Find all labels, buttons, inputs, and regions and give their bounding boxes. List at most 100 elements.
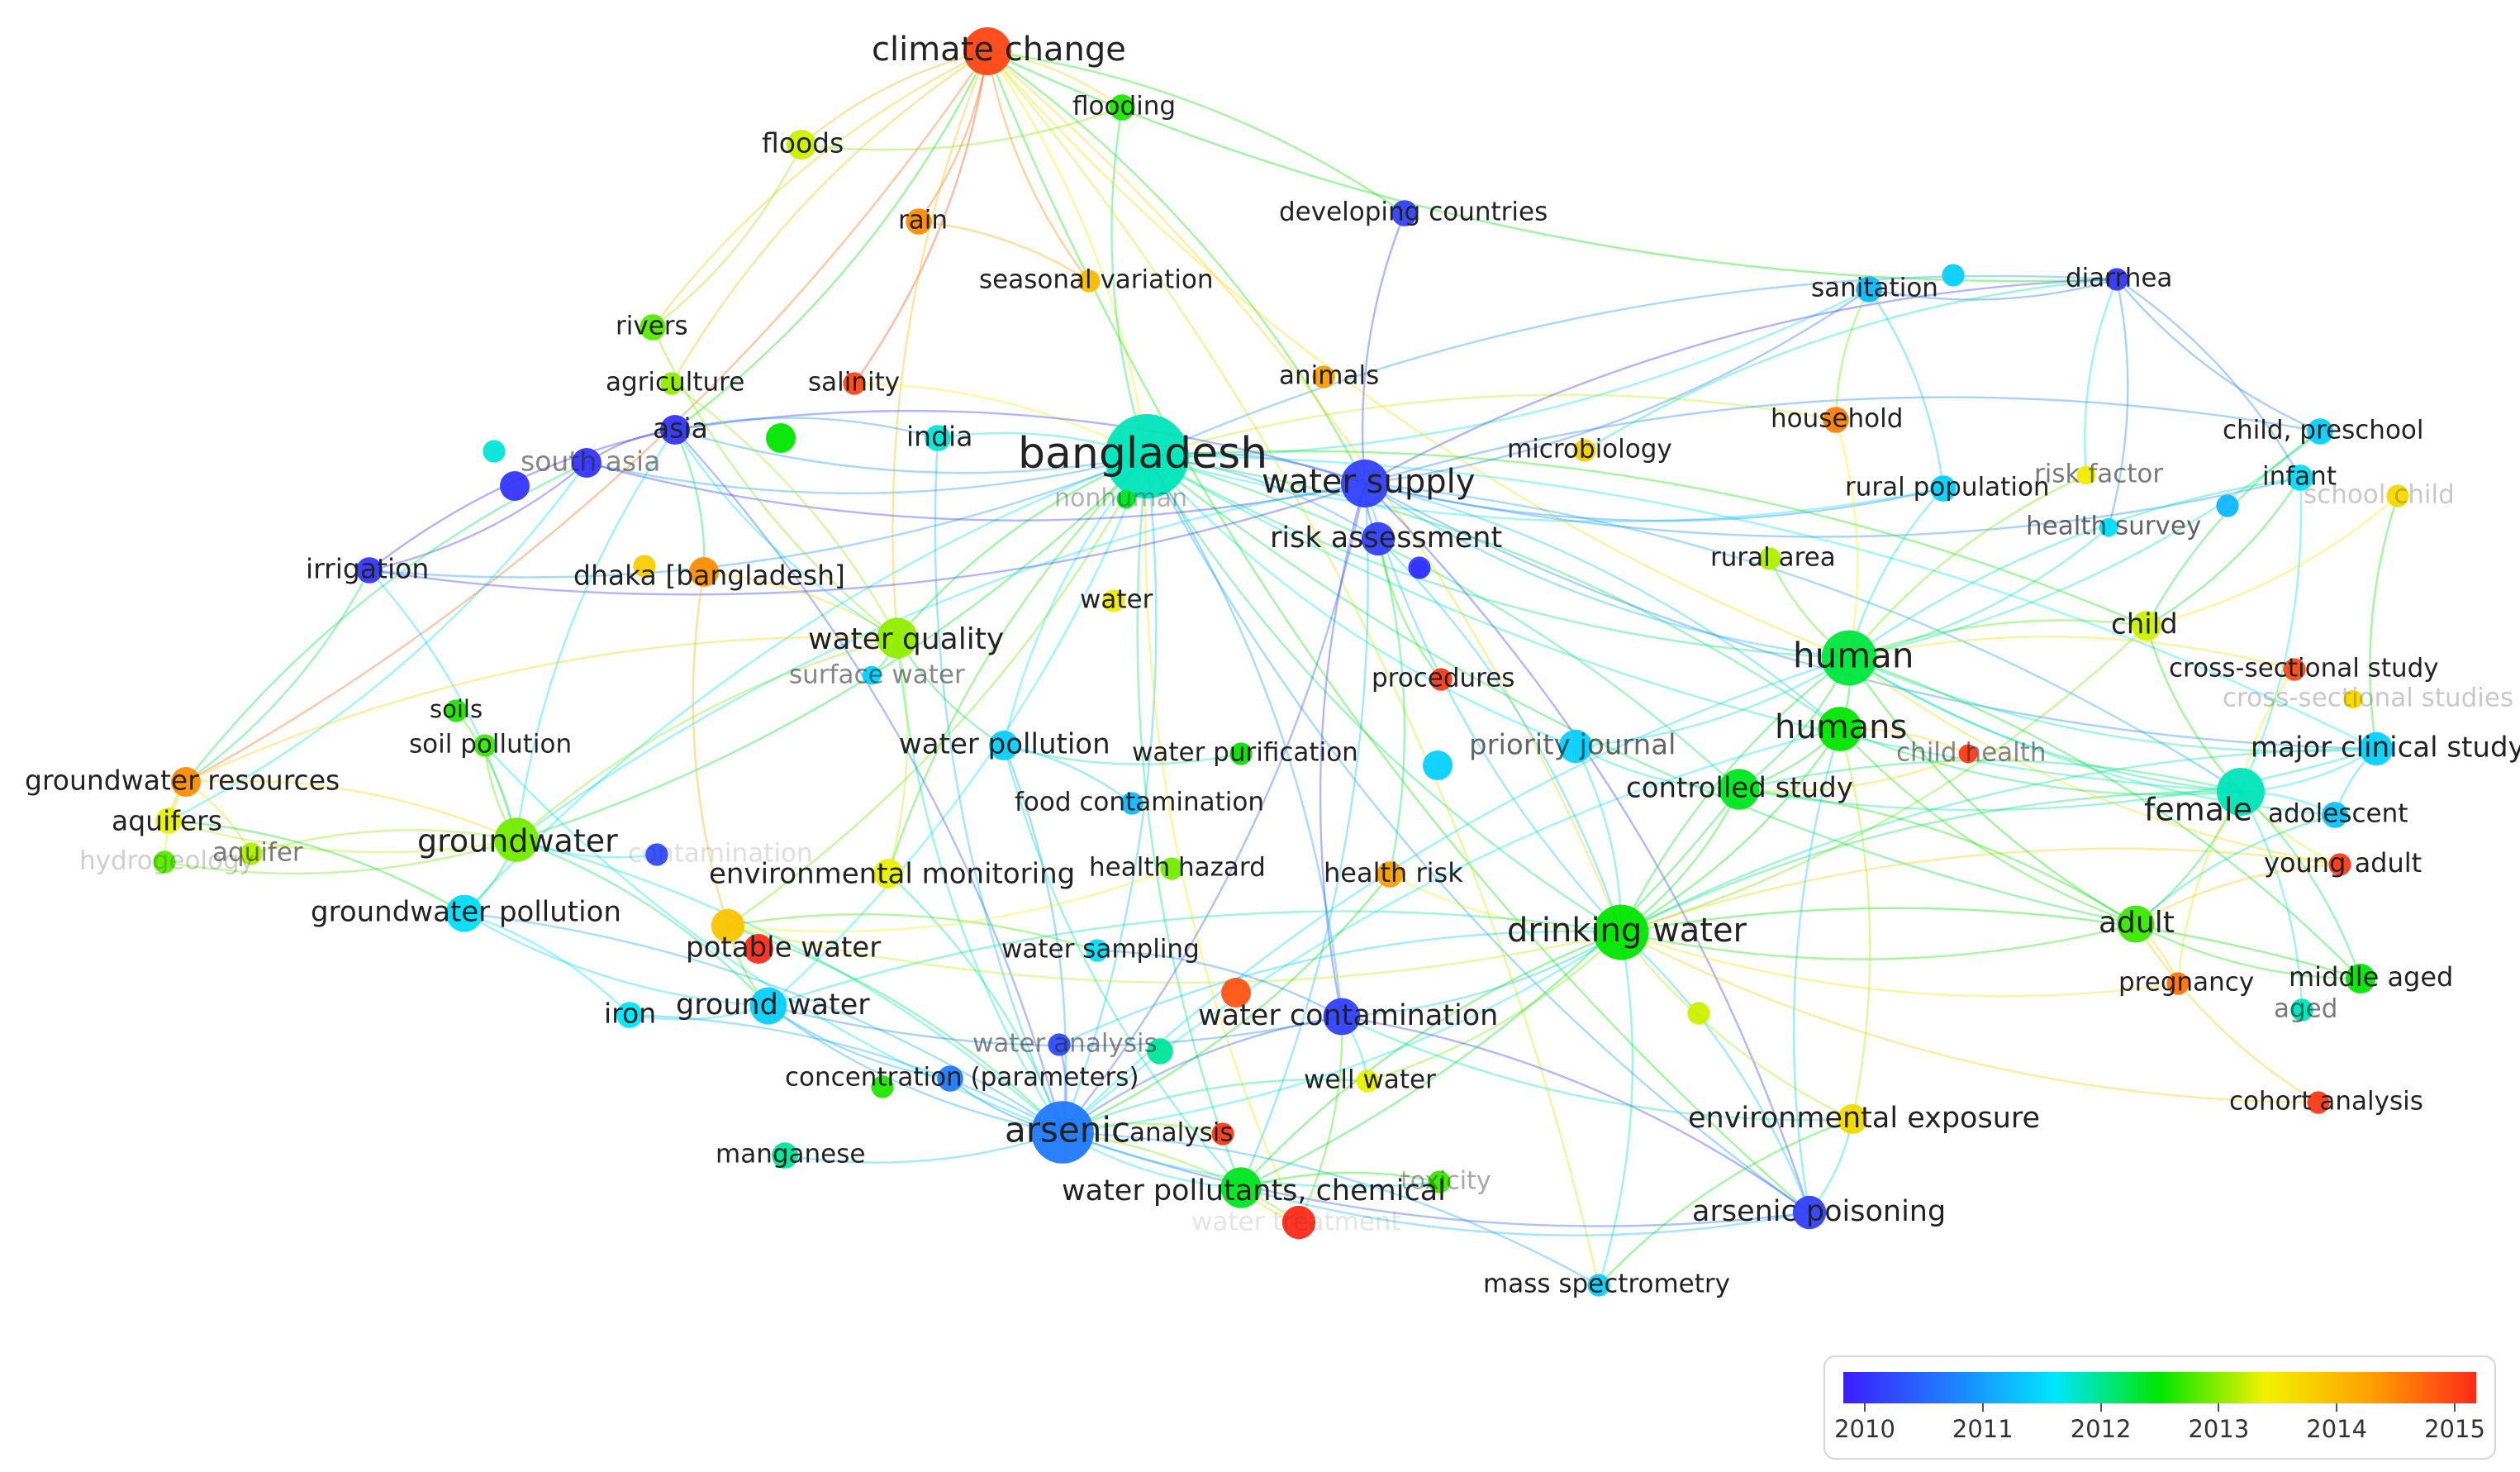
node-cross-sectional-studies[interactable] [2343,689,2363,709]
node-rural-population[interactable] [1930,475,1957,502]
node-india[interactable] [925,425,951,451]
node-soil-pollution[interactable] [473,734,497,757]
node-unlabeled-14[interactable] [766,423,796,453]
node-rivers[interactable] [640,314,666,341]
node-diarrhea[interactable] [2105,268,2128,291]
node-unlabeled-33[interactable] [633,555,656,578]
node-young-adult[interactable] [2328,853,2351,876]
node-sanitation[interactable] [1856,276,1882,302]
node-environmental-exposure[interactable] [1838,1104,1867,1134]
node-water-pollution[interactable] [989,731,1019,760]
node-household[interactable] [1823,407,1849,433]
node-rural-area[interactable] [1758,547,1781,570]
node-manganese[interactable] [772,1142,798,1169]
node-adolescent[interactable] [2322,802,2348,828]
node-aquifer[interactable] [240,842,263,865]
node-unlabeled-29[interactable] [2216,494,2239,517]
node-bangladesh[interactable] [1105,414,1189,498]
node-water-quality[interactable] [877,617,918,659]
node-aquifers[interactable] [155,807,182,834]
node-climate-change[interactable] [963,27,1011,75]
node-toxicity[interactable] [1428,1170,1451,1193]
node-middle-aged[interactable] [2346,964,2375,993]
node-school-child[interactable] [2386,484,2409,507]
node-water-supply[interactable] [1341,460,1389,507]
node-unlabeled-82[interactable] [1147,1038,1173,1065]
node-humans[interactable] [1818,707,1862,751]
node-unlabeled-23[interactable] [500,471,530,501]
node-health-survey[interactable] [2099,517,2118,537]
node-groundwater-resources[interactable] [171,767,201,797]
node-groundwater[interactable] [494,817,539,862]
node-well-water[interactable] [1356,1069,1379,1093]
node-infant[interactable] [2287,464,2313,491]
node-water-analysis[interactable] [1048,1033,1071,1056]
node-soils[interactable] [445,699,468,722]
node-arsenic-poisoning[interactable] [1792,1195,1827,1230]
node-arsenic[interactable] [1031,1101,1094,1164]
node-microbiology[interactable] [1573,439,1596,462]
node-analysis[interactable] [1211,1122,1234,1146]
node-unlabeled-84[interactable] [871,1075,894,1098]
node-adult[interactable] [2117,905,2155,943]
node-mass-spectrometry[interactable] [1587,1274,1610,1297]
node-drinking-water[interactable] [1593,904,1649,960]
node-water-pollutants-chemical[interactable] [1220,1167,1262,1208]
node-hydrogeology[interactable] [153,850,176,874]
node-major-clinical-study[interactable] [2359,731,2394,766]
node-flooding[interactable] [1109,94,1135,121]
node-unlabeled-53[interactable] [1423,750,1453,780]
node-water-purification[interactable] [1229,742,1253,765]
node-procedures[interactable] [1429,668,1453,691]
node-female[interactable] [2217,768,2265,816]
node-unlabeled-79[interactable] [1221,978,1251,1008]
node-cohort-analysis[interactable] [2307,1091,2330,1114]
node-salinity[interactable] [843,372,866,395]
node-priority-journal[interactable] [1558,729,1593,764]
node-child-preschool[interactable] [2307,418,2333,445]
node-nonhuman[interactable] [1116,489,1136,509]
node-concentration-parameters[interactable] [937,1065,963,1092]
node-health-hazard[interactable] [1160,857,1183,880]
node-groundwater-pollution[interactable] [445,894,483,932]
node-cross-sectional-study[interactable] [2283,658,2306,681]
node-agriculture[interactable] [660,372,683,395]
edge-water-supply-drinking-water [1363,483,1622,933]
node-water-sampling[interactable] [1086,939,1109,962]
node-health-risk[interactable] [1376,861,1403,888]
node-dhaka-bangladesh[interactable] [689,557,719,587]
node-water-contamination[interactable] [1323,998,1361,1036]
node-unlabeled-7[interactable] [1942,264,1965,287]
node-risk-assessment[interactable] [1361,522,1396,556]
node-irrigation[interactable] [356,557,383,584]
node-child-health[interactable] [1958,744,1978,764]
node-unlabeled-97[interactable] [1687,1002,1710,1025]
node-child[interactable] [2132,611,2161,641]
node-pregnancy[interactable] [2166,972,2190,995]
node-contamination[interactable] [645,843,668,866]
node-risk-factor[interactable] [2076,465,2096,485]
node-unlabeled-72[interactable] [744,934,773,964]
node-surface-water[interactable] [862,665,882,685]
node-food-contamination[interactable] [1120,792,1144,815]
node-iron[interactable] [616,1002,643,1028]
node-developing-countries[interactable] [1391,200,1418,226]
node-human[interactable] [1821,630,1877,686]
node-ground-water[interactable] [749,987,787,1025]
node-controlled-study[interactable] [1719,769,1760,810]
node-potable-water[interactable] [711,908,745,943]
node-animals[interactable] [1312,365,1335,388]
node-asia[interactable] [660,415,690,445]
node-environmental-monitoring[interactable] [873,859,903,888]
node-rain[interactable] [906,208,932,235]
node-water[interactable] [1102,589,1125,612]
node-unlabeled-96[interactable] [483,440,506,463]
node-floods[interactable] [787,130,816,160]
node-water-treatment[interactable] [1281,1205,1316,1240]
edge-humans-arsenic-poisoning [1792,728,1842,1213]
node-south-asia[interactable] [572,448,601,478]
node-seasonal-variation[interactable] [1077,269,1101,293]
node-aged[interactable] [2290,998,2313,1022]
node-unlabeled-35[interactable] [1410,559,1429,579]
edge-bangladesh-controlled-study [1146,455,1740,790]
